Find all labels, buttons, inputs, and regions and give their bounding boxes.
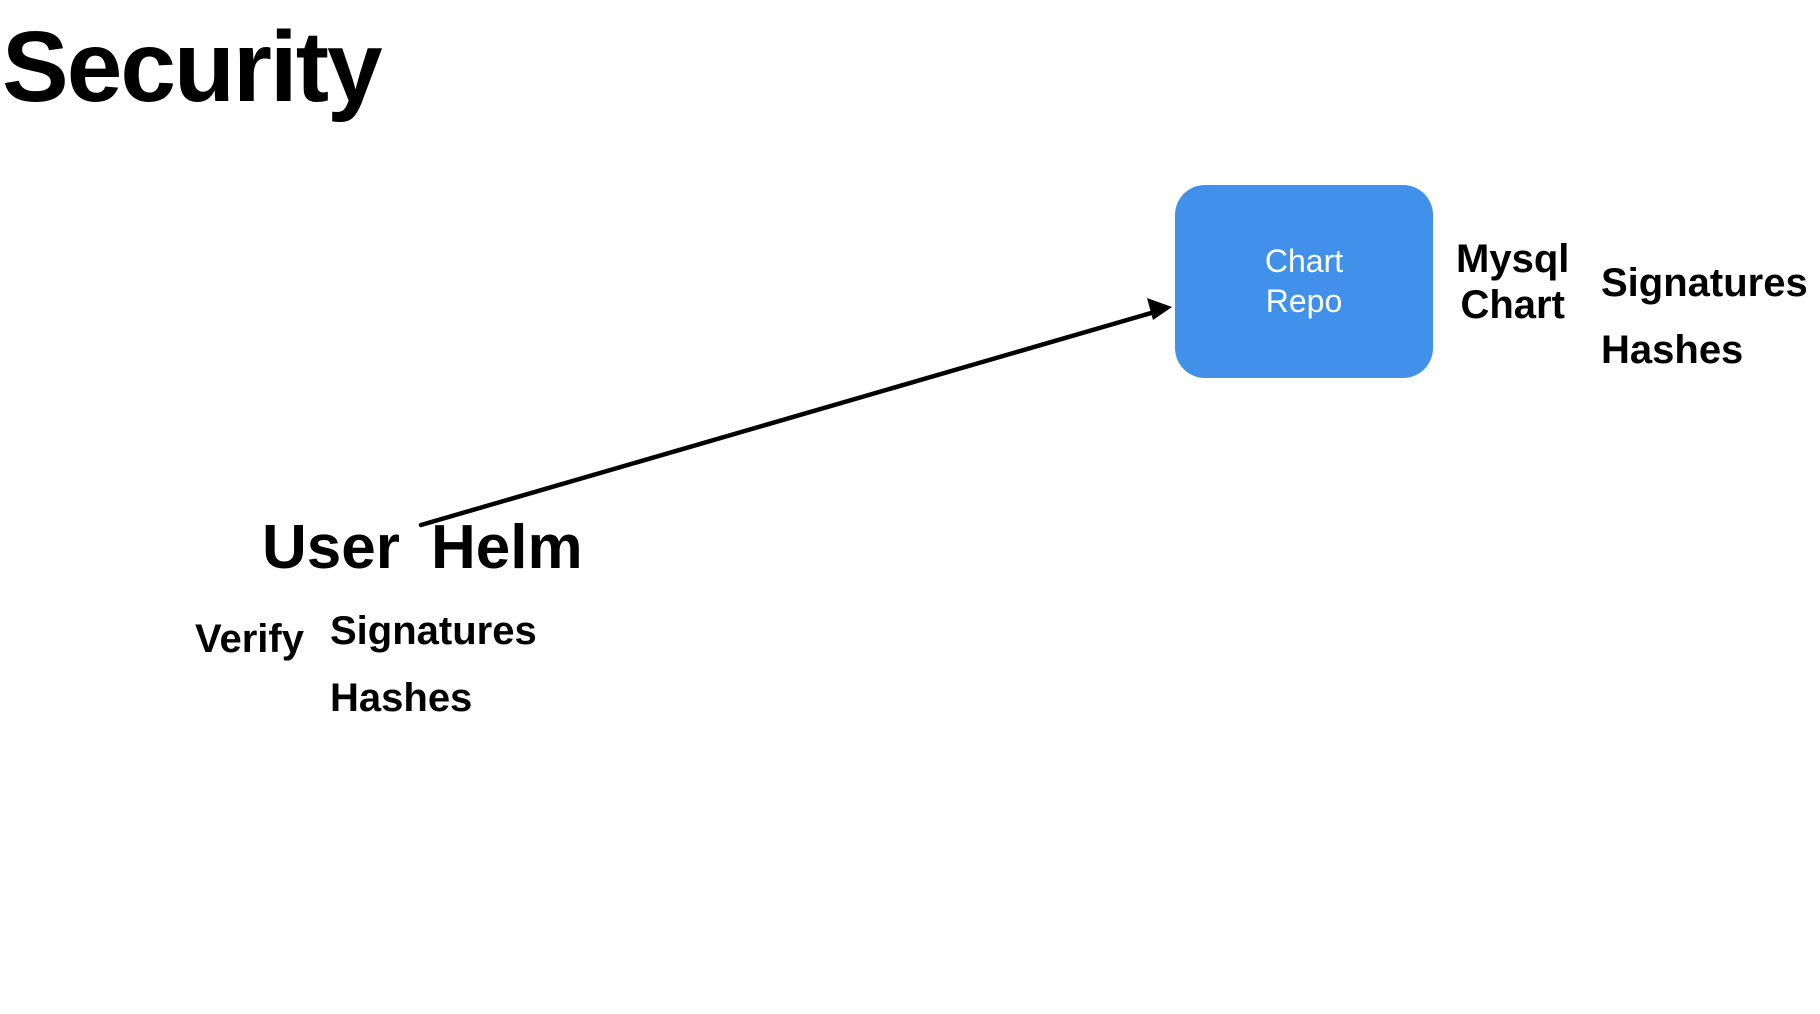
chart-repo-box: Chart Repo bbox=[1175, 185, 1433, 378]
mysql-chart-label: Mysql Chart bbox=[1456, 236, 1569, 328]
verify-label: Verify bbox=[195, 617, 304, 661]
mysql-chart-line-2: Chart bbox=[1460, 283, 1565, 327]
page-title: Security bbox=[2, 11, 383, 123]
user-label: User bbox=[262, 513, 400, 582]
arrow-head-icon bbox=[1147, 298, 1172, 320]
mysql-chart-line-1: Mysql bbox=[1456, 237, 1570, 281]
arrow-line bbox=[418, 308, 1161, 528]
client-signatures-label: Signatures bbox=[330, 609, 537, 653]
chart-hashes-label: Hashes bbox=[1601, 328, 1744, 372]
chart-repo-line-2: Repo bbox=[1265, 282, 1343, 319]
chart-signatures-label: Signatures bbox=[1601, 261, 1808, 305]
client-hashes-label: Hashes bbox=[330, 676, 473, 720]
chart-repo-line-1: Chart bbox=[1264, 243, 1344, 280]
helm-label: Helm bbox=[431, 513, 583, 582]
